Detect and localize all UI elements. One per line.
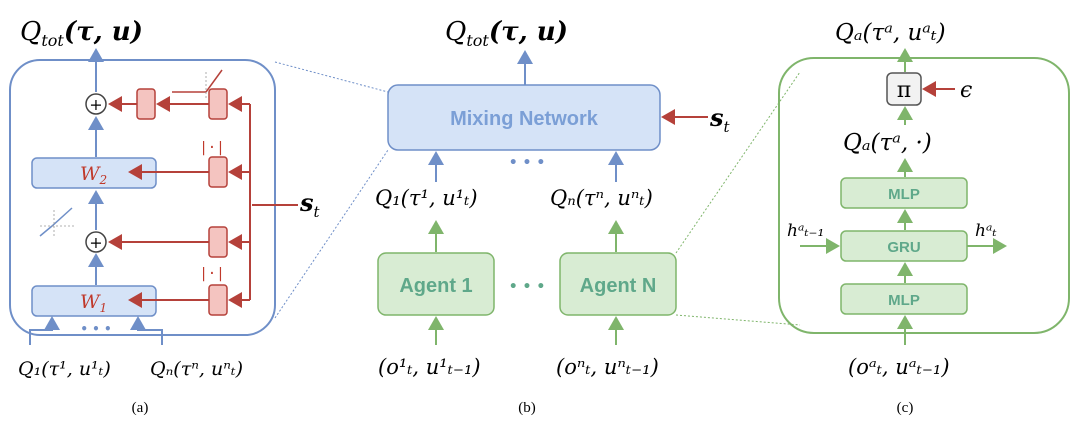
mlp-top-label: MLP (888, 186, 920, 203)
plus-symbol-bottom: + (89, 233, 102, 252)
panel-b: Qtot(τ, u) Mixing Network st • • • Q₁(τ¹… (375, 17, 731, 416)
plus-symbol-top: + (89, 95, 102, 114)
panel-b-qtot-label: Qtot(τ, u) (445, 17, 568, 50)
agent-n-label: Agent N (580, 275, 657, 297)
zoom-connector-agent-bottom (675, 314, 801, 326)
zoom-connector-agent-top (675, 71, 801, 254)
hidden-in-label: hᵃₜ₋₁ (787, 221, 824, 241)
panel-b-agent-dots: • • • (509, 279, 546, 295)
w2-label: W2 (80, 163, 107, 187)
panel-a-state-label: st (299, 188, 321, 221)
hyper-box-top-1 (136, 88, 156, 120)
panel-a-qtot-label: Qtot(τ, u) (20, 17, 143, 50)
agent-1-label: Agent 1 (399, 275, 472, 297)
mlp-bottom-label: MLP (888, 292, 920, 309)
mixing-network-label: Mixing Network (450, 108, 599, 130)
zoom-connector-top (274, 61, 389, 93)
panel-a-qn-input: Qₙ(τⁿ, uⁿₜ) (150, 358, 243, 380)
caption-c: (c) (897, 400, 914, 416)
input-arrow-qn (130, 316, 163, 345)
panel-c-qa-output: Qₐ(τᵃ, uᵃₜ) (835, 20, 946, 46)
plus-node-bottom (85, 231, 107, 253)
panel-a-q1-input: Q₁(τ¹, u¹ₜ) (18, 358, 111, 380)
mlp-top-box (840, 177, 968, 209)
panel-a-dots: • • • (80, 322, 111, 336)
panel-a-frame (9, 59, 276, 336)
elu-icon (39, 207, 74, 238)
panel-b-obs-n: (oⁿₜ, uⁿₜ₋₁) (556, 355, 659, 379)
panel-a: Qtot(τ, u) W2 W1 + + (9, 17, 321, 416)
hyper-box-top-2 (208, 88, 228, 120)
relu-icon (172, 69, 223, 98)
agent-n-box (559, 252, 677, 316)
mixing-network-box (387, 84, 661, 151)
hidden-out-label: hᵃₜ (975, 221, 997, 241)
panel-b-obs-1: (o¹ₜ, u¹ₜ₋₁) (378, 355, 481, 379)
panel-c-obs: (oᵃₜ, uᵃₜ₋₁) (848, 355, 950, 379)
hyper-box-w2 (208, 156, 228, 188)
panel-c-frame (778, 57, 1070, 334)
hyper-box-bias (208, 226, 228, 258)
pi-label: π (897, 78, 911, 103)
abs-label-w2: |·| (199, 140, 224, 156)
panel-b-mid-dots: • • • (509, 155, 546, 171)
agent-1-box (377, 252, 495, 316)
plus-node-top (85, 93, 107, 115)
policy-box (886, 72, 922, 106)
w1-label: W1 (80, 291, 107, 315)
caption-b: (b) (518, 400, 536, 416)
mlp-bottom-box (840, 283, 968, 315)
panel-c-qa-mid: Qₐ(τᵃ, ·) (843, 130, 932, 156)
input-arrow-q1 (29, 316, 60, 345)
zoom-connector-bottom (274, 149, 389, 319)
panel-b-state-label: st (709, 103, 731, 136)
abs-label-w1: |·| (199, 266, 224, 282)
gru-label: GRU (887, 239, 920, 256)
panel-c: Qₐ(τᵃ, uᵃₜ) π ϵ Qₐ(τᵃ, ·) MLP GRU hᵃₜ₋₁ … (778, 20, 1070, 416)
epsilon-label: ϵ (960, 78, 972, 103)
hyper-box-w1 (208, 284, 228, 316)
caption-a: (a) (132, 400, 149, 416)
panel-b-q1-label: Q₁(τ¹, u¹ₜ) (375, 186, 478, 210)
panel-b-qn-label: Qₙ(τⁿ, uⁿₜ) (550, 186, 653, 210)
